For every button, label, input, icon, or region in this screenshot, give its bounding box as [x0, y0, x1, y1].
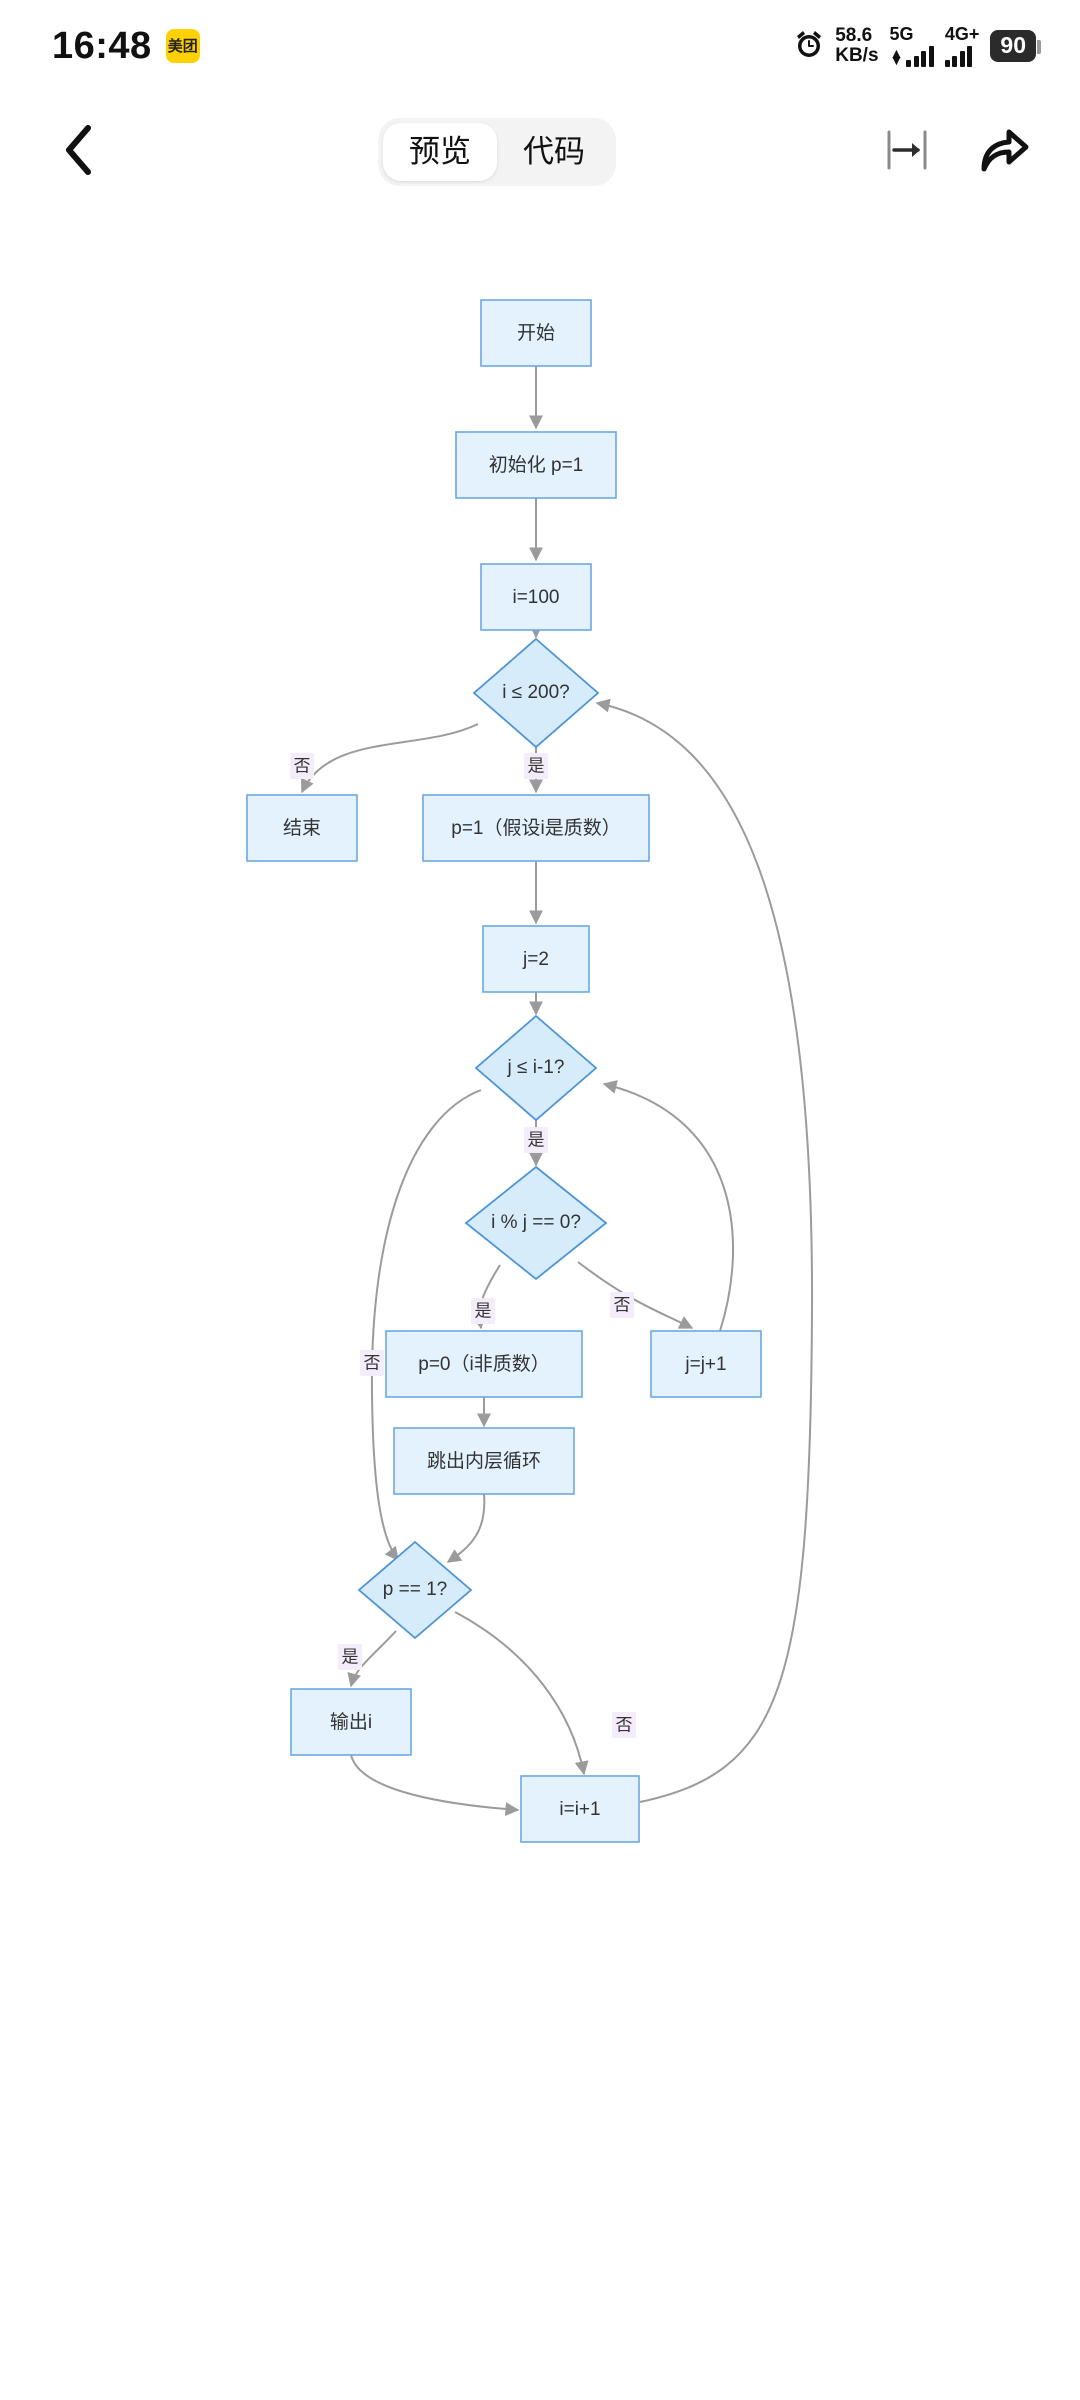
flow-node-j-2[interactable]: j=2 [482, 925, 590, 993]
flow-node-label: p=0（i非质数） [418, 1353, 549, 1375]
flow-node-cond-j-le-i-minus-1[interactable]: j ≤ i-1? [474, 1014, 598, 1122]
data-transfer-arrows-icon: ▲▼ [889, 44, 904, 69]
flowchart-svg[interactable]: 开始 初始化 p=1 i=100 i ≤ 200? 结束 [0, 212, 1080, 2400]
flow-node-i-increment[interactable]: i=i+1 [520, 1775, 640, 1843]
edge-brk-condp [446, 1493, 486, 1563]
flow-node-label: j=j+1 [684, 1354, 726, 1375]
fit-width-icon [884, 125, 930, 180]
flow-node-j-increment[interactable]: j=j+1 [650, 1330, 762, 1398]
tab-code[interactable]: 代码 [523, 134, 585, 170]
flow-node-cond-i-le-200[interactable]: i ≤ 200? [472, 637, 600, 749]
flow-node-init-p[interactable]: 初始化 p=1 [455, 431, 617, 499]
flow-node-label: 初始化 p=1 [489, 454, 584, 476]
toolbar-right-actions [884, 124, 1032, 181]
edge-label-text: 是 [528, 1130, 545, 1149]
edge-jinc-condj [602, 1080, 734, 1332]
edge-condmod-jinc [577, 1261, 694, 1329]
flow-node-output-i[interactable]: 输出i [290, 1688, 412, 1756]
signal-bars-icon [944, 45, 973, 67]
flow-node-label: p == 1? [383, 1579, 447, 1600]
tab-preview[interactable]: 预览 [383, 123, 497, 181]
flow-node-label: i=100 [512, 587, 559, 608]
network-speed-value: 58.6 [835, 25, 873, 47]
edge-label-condmod-no: 否 [610, 1292, 634, 1318]
edge-label-text: 是 [475, 1301, 492, 1320]
flow-node-label: 跳出内层循环 [427, 1450, 541, 1472]
fit-width-button[interactable] [884, 125, 930, 180]
flow-nodes: 开始 初始化 p=1 i=100 i ≤ 200? 结束 [246, 299, 762, 1843]
flow-node-label: j ≤ i-1? [507, 1057, 565, 1078]
flow-node-label: i=i+1 [559, 1799, 600, 1820]
edge-label-text: 否 [616, 1715, 633, 1734]
sim1-network-type: 5G [889, 24, 914, 44]
edge-label-text: 否 [614, 1295, 631, 1314]
status-bar-right: 58.6 KB/s 5G ▲▼ 4G+ 90 [794, 24, 1041, 67]
network-speed: 58.6 KB/s [835, 26, 878, 66]
edge-label-condi-yes: 是 [524, 753, 548, 779]
sim1-bars-group: ▲▼ [890, 45, 934, 67]
flow-edge-labels: 否 是 是 否 是 否 是 [290, 753, 636, 1738]
flow-node-label: i % j == 0? [491, 1212, 581, 1233]
flow-node-break-inner-loop[interactable]: 跳出内层循环 [393, 1427, 575, 1495]
flow-node-cond-p-eq-1[interactable]: p == 1? [357, 1540, 473, 1640]
flow-node-label: 输出i [330, 1711, 372, 1733]
edge-label-text: 是 [342, 1647, 359, 1666]
flow-node-p-0-not-prime[interactable]: p=0（i非质数） [385, 1330, 583, 1398]
app-toolbar: 预览 代码 [0, 92, 1080, 212]
status-bar: 16:48 美团 58.6 KB/s 5G ▲▼ 4G+ [0, 0, 1080, 92]
network-speed-unit: KB/s [835, 45, 879, 66]
share-button[interactable] [978, 124, 1032, 181]
sim2-signal: 4G+ [944, 24, 980, 67]
flow-node-cond-i-mod-j[interactable]: i % j == 0? [464, 1165, 608, 1281]
edge-label-condp-yes: 是 [338, 1644, 362, 1670]
status-bar-left: 16:48 美团 [52, 25, 200, 68]
flow-node-end[interactable]: 结束 [246, 794, 358, 862]
flow-node-i-100[interactable]: i=100 [480, 563, 592, 631]
edge-condi-end [301, 723, 479, 794]
meituan-app-badge-icon: 美团 [165, 29, 200, 63]
edge-label-text: 否 [294, 756, 311, 775]
signal-bars-icon [906, 45, 934, 67]
edge-label-condi-no: 否 [290, 753, 314, 779]
view-mode-segmented-control[interactable]: 预览 代码 [378, 118, 616, 186]
edge-label-condj-no: 否 [360, 1350, 384, 1376]
sim1-signal: 5G ▲▼ [890, 25, 934, 67]
edge-label-condj-yes: 是 [524, 1127, 548, 1153]
flow-node-label: 结束 [283, 817, 321, 839]
battery-indicator: 90 [990, 30, 1041, 62]
back-button[interactable] [50, 122, 110, 182]
edge-label-condmod-yes: 是 [471, 1298, 495, 1324]
edge-label-text: 否 [364, 1353, 381, 1372]
share-arrow-icon [978, 124, 1032, 181]
flow-node-assume-prime[interactable]: p=1（假设i是质数） [422, 794, 650, 862]
chevron-left-icon [58, 123, 102, 182]
flow-node-label: p=1（假设i是质数） [451, 817, 620, 839]
flow-node-label: 开始 [517, 322, 555, 344]
status-time: 16:48 [52, 24, 152, 67]
edge-outi-iinc [350, 1754, 520, 1817]
edge-condp-outi [347, 1630, 397, 1688]
edge-condp-iinc [454, 1611, 589, 1776]
alarm-clock-icon [794, 28, 824, 65]
flow-node-label: i ≤ 200? [502, 682, 569, 703]
edge-label-text: 是 [528, 756, 545, 775]
edge-iinc-condi [595, 698, 814, 1803]
sim2-network-type: 4G+ [944, 24, 980, 44]
flow-node-start[interactable]: 开始 [480, 299, 592, 367]
flowchart-preview-canvas[interactable]: 开始 初始化 p=1 i=100 i ≤ 200? 结束 [0, 212, 1080, 2400]
flow-node-label: j=2 [522, 949, 549, 970]
edge-label-condp-no: 否 [612, 1712, 636, 1738]
